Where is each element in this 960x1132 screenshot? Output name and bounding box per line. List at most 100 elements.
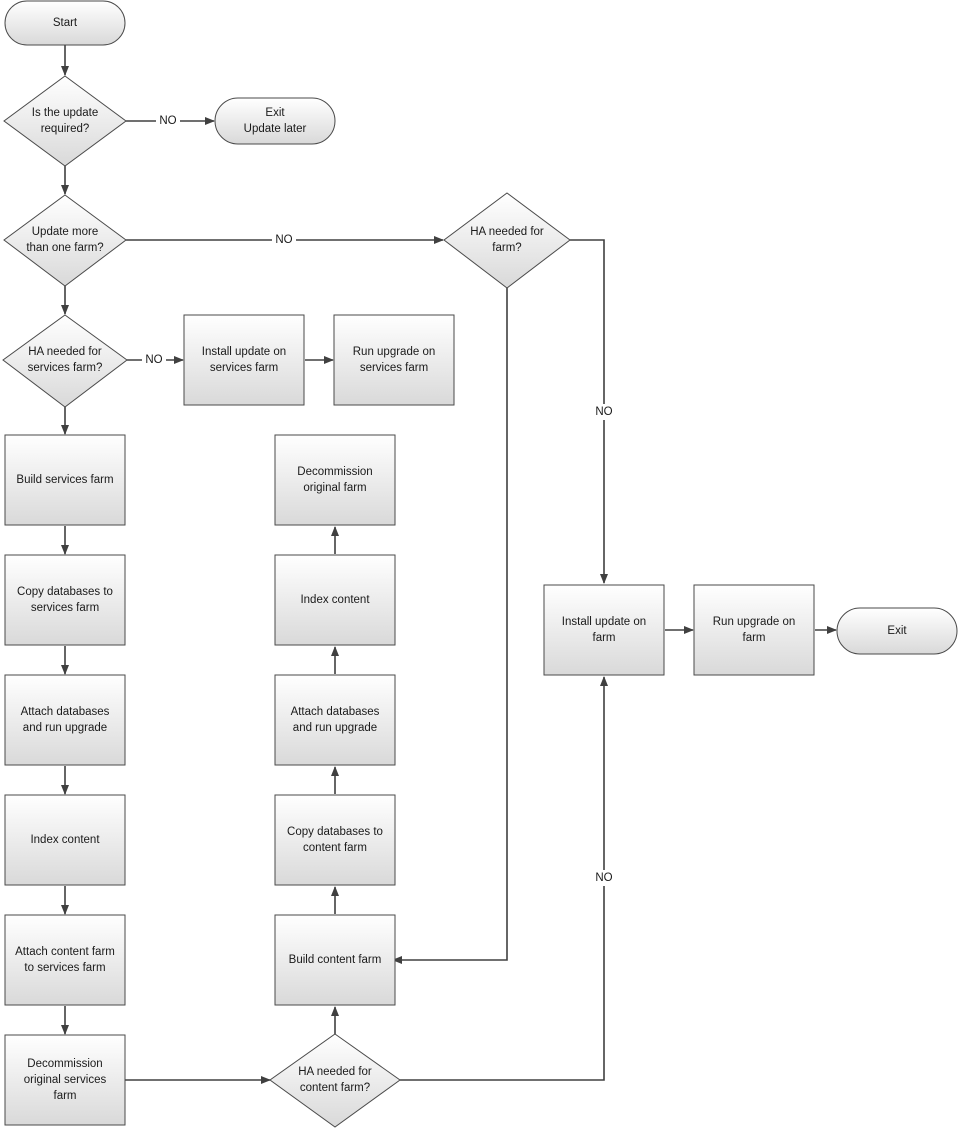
process-attach-db-left: Attach databases and run upgrade [4,674,126,766]
label-line: Exit [887,625,907,637]
edge-label-no: NO [595,872,612,884]
label-line: Run upgrade on [353,346,435,358]
label-line: Start [53,17,78,29]
label-line: Copy databases to [17,586,113,598]
label-line: content farm [303,842,367,854]
label-line: Exit [265,107,285,119]
label-line: farm [593,632,616,644]
label-line: Attach content farm [15,946,115,958]
process-install-farm: Install update on farm [543,584,665,676]
process-index-left-label: Index content [30,834,100,846]
label-line: services farm? [28,362,103,374]
label-line: services farm [210,362,278,374]
process-copy-db-services-label: Copy databases to services farm [17,586,113,614]
label-line: Attach databases [21,706,110,718]
process-run-upgrade-farm-label: Run upgrade on farm [713,616,795,644]
edge-ha-farm-no-to-install-farm [570,239,608,584]
label-line: Attach databases [291,706,380,718]
decision-ha-farm: HA needed for farm? [443,192,571,289]
edge-ha-farm-yes-to-build-content [392,288,508,964]
decision-ha-farm-label: HA needed for farm? [470,226,544,254]
label-line: HA needed for [470,226,544,238]
process-install-services-label: Install update on services farm [202,346,286,374]
label-line: to services farm [24,962,105,974]
label-line: required? [41,123,90,135]
label-line: and run upgrade [293,722,377,734]
process-attach-db-mid: Attach databases and run upgrade [274,674,396,766]
process-run-upgrade-services: Run upgrade on services farm [333,314,455,406]
edge-label-bg [592,870,616,886]
label-line: Build content farm [289,954,382,966]
decision-ha-content-farm: HA needed for content farm? [269,1033,401,1128]
edge-label-bg [156,113,180,129]
label-line: original services [24,1074,107,1086]
connectors: NO NO NO NO NO [61,45,837,1084]
label-line: Install update on [562,616,646,628]
edge-label-no: NO [275,234,292,246]
decision-update-required-label: Is the update required? [32,107,99,135]
process-build-services: Build services farm [4,434,126,526]
process-build-services-label: Build services farm [16,474,113,486]
process-decom-original-label: Decommission original farm [297,466,372,494]
label-line: farm? [492,242,521,254]
label-line: than one farm? [26,242,103,254]
exit-label: Exit [887,625,907,637]
edge-label-no: NO [595,406,612,418]
label-line: Update later [244,123,307,135]
process-install-services: Install update on services farm [183,314,305,406]
process-build-content: Build content farm [274,914,396,1006]
label-line: Copy databases to [287,826,383,838]
edge-label-bg [592,404,616,420]
decision-more-than-one-farm-label: Update more than one farm? [26,226,103,254]
edge-label-no: NO [145,354,162,366]
process-index-mid: Index content [274,554,396,646]
process-index-mid-label: Index content [300,594,370,606]
label-line: content farm? [300,1082,370,1094]
edge-label-no: NO [159,115,176,127]
label-line: Index content [30,834,100,846]
label-line: Build services farm [16,474,113,486]
process-attach-db-left-label: Attach databases and run upgrade [21,706,110,734]
label-line: Index content [300,594,370,606]
label-line: Run upgrade on [713,616,795,628]
process-copy-db-services: Copy databases to services farm [4,554,126,646]
exit-terminal: Exit [836,607,958,655]
label-line: Decommission [297,466,372,478]
label-line: services farm [31,602,99,614]
decision-ha-content-farm-label: HA needed for content farm? [298,1066,372,1094]
edge-label-bg [142,352,166,368]
label-line: farm [743,632,766,644]
start-terminal: Start [4,0,126,46]
edge-label-bg [272,232,296,248]
label-line: and run upgrade [23,722,107,734]
process-attach-content-farm-label: Attach content farm to services farm [15,946,115,974]
decision-update-required: Is the update required? [3,75,127,167]
label-line: Install update on [202,346,286,358]
decision-ha-services-farm-label: HA needed for services farm? [28,346,103,374]
decision-ha-services-farm: HA needed for services farm? [2,314,128,408]
label-line: HA needed for [28,346,102,358]
start-label: Start [53,17,78,29]
label-line: Update more [32,226,98,238]
process-attach-content-farm: Attach content farm to services farm [4,914,126,1006]
label-line: HA needed for [298,1066,372,1078]
process-decom-original: Decommission original farm [274,434,396,526]
process-index-left: Index content [4,794,126,886]
process-attach-db-mid-label: Attach databases and run upgrade [291,706,380,734]
process-copy-db-content: Copy databases to content farm [274,794,396,886]
label-line: Decommission [27,1058,102,1070]
label-line: services farm [360,362,428,374]
process-install-farm-label: Install update on farm [562,616,646,644]
label-line: Is the update [32,107,99,119]
process-build-content-label: Build content farm [289,954,382,966]
process-run-upgrade-farm: Run upgrade on farm [693,584,815,676]
edge-ha-content-no-to-install-farm [400,676,608,1081]
label-line: original farm [303,482,366,494]
decision-more-than-one-farm: Update more than one farm? [3,194,127,287]
